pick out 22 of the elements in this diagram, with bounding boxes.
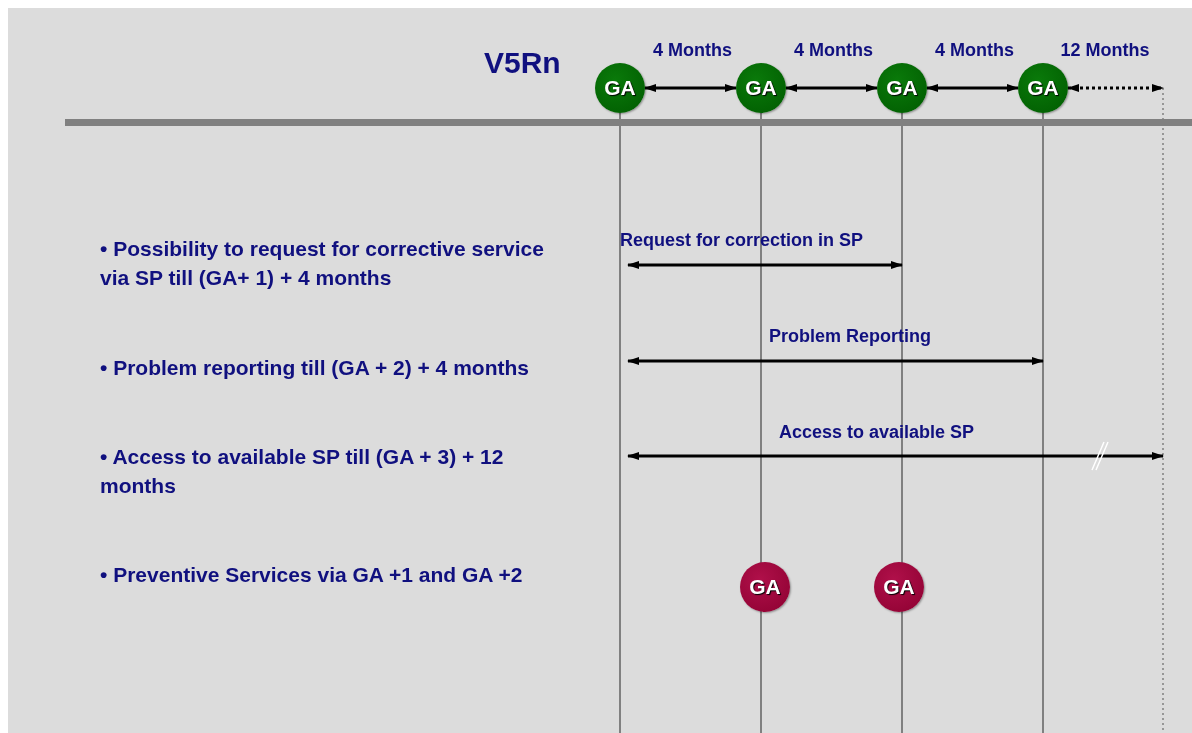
milestone-label: GA: [886, 76, 918, 100]
milestone-label: GA: [883, 575, 915, 599]
edge-label: 4 Months: [794, 40, 873, 61]
milestone-label: GA: [745, 76, 777, 100]
bullet-text: • Problem reporting till (GA + 2) + 4 months: [100, 355, 530, 381]
edge-label: 4 Months: [653, 40, 732, 61]
bullet-text: • Preventive Services via GA +1 and GA +2: [100, 562, 524, 588]
edge-label: 4 Months: [935, 40, 1014, 61]
milestone-label: GA: [1027, 76, 1059, 100]
bullet-text: • Access to available SP till (GA + 3) + 12 months: [100, 444, 505, 499]
arrow: [926, 84, 1019, 92]
milestone-label: GA: [749, 575, 781, 599]
span-label: Request for correction in SP: [620, 230, 864, 251]
arrow: [644, 84, 737, 92]
bullet-text: • Possibility to request for corrective service via SP till (GA+ 1) + 4 months: [100, 236, 545, 291]
arrow: [1067, 84, 1164, 92]
arrow: [785, 84, 878, 92]
span-label: Problem Reporting: [769, 326, 931, 347]
span-label: Access to available SP: [779, 422, 975, 443]
edge-label: 12 Months: [1060, 40, 1150, 61]
milestone-label: GA: [604, 76, 636, 100]
diagram-title: V5Rn: [484, 46, 561, 80]
